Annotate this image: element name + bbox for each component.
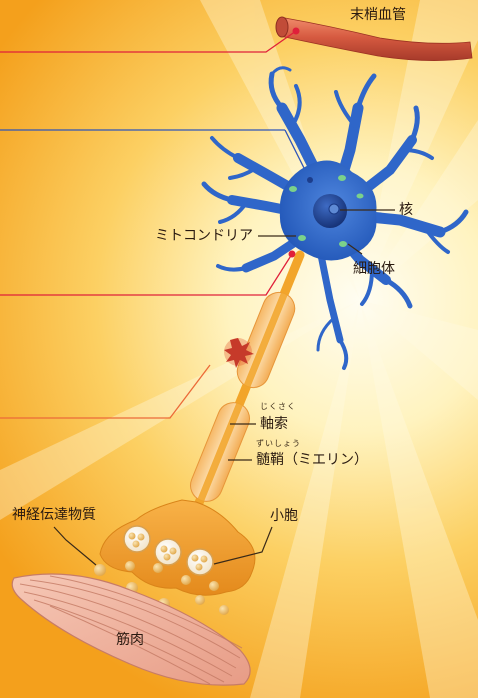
label-myelin-sheath: 髄鞘（ミエリン）	[256, 453, 368, 467]
red-dot-icon	[293, 28, 300, 35]
label-peripheral-vessel: 末梢血管	[350, 8, 406, 22]
cell-body-pointer-dot	[307, 177, 313, 183]
label-neurotransmitter: 神経伝達物質	[12, 508, 96, 522]
ruby-axon: じくさく	[260, 403, 296, 411]
nucleolus	[329, 204, 339, 214]
label-mitochondria: ミトコンドリア	[155, 229, 253, 243]
label-vesicle: 小胞	[270, 509, 298, 523]
red-dot-icon	[289, 251, 296, 258]
label-cell-body: 細胞体	[353, 262, 395, 276]
label-axon: 軸索	[260, 417, 288, 431]
label-nucleus: 核	[399, 203, 413, 217]
label-muscle: 筋肉	[116, 633, 144, 647]
ruby-myelin: ずいしょう	[256, 440, 301, 448]
